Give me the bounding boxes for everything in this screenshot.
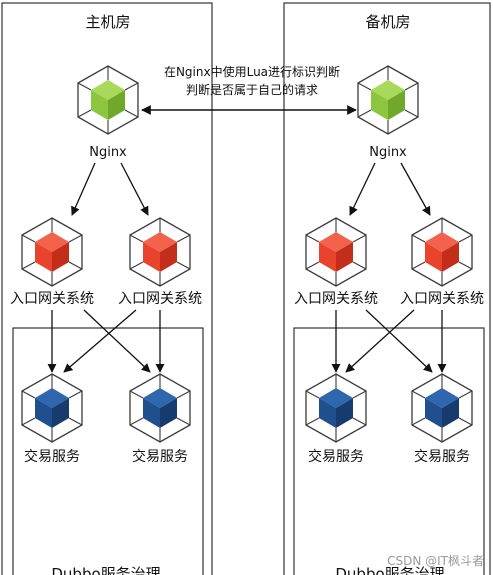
primary-nginx-label: Nginx: [89, 145, 127, 160]
red-cube-icon: [412, 218, 472, 286]
blue-cube-icon: [412, 374, 472, 442]
blue-cube-icon: [306, 374, 366, 442]
annotation-line-2: 判断是否属于自己的请求: [186, 82, 318, 97]
green-cube-icon: [78, 66, 138, 134]
backup-nginx-label: Nginx: [369, 145, 407, 160]
primary-room-frame: [1, 2, 213, 575]
red-cube-icon: [22, 218, 82, 286]
primary-dubbo-label: Dubbo服务治理: [51, 565, 160, 575]
green-cube-icon: [358, 66, 418, 134]
arrow: [71, 162, 96, 216]
trade-label: 交易服务: [132, 448, 188, 465]
backup-room-title: 备机房: [365, 13, 410, 31]
gateway-label: 入口网关系统: [118, 291, 202, 307]
trade-label: 交易服务: [24, 448, 80, 465]
arrow: [120, 162, 149, 216]
arrow: [400, 162, 431, 216]
blue-cube-icon: [130, 374, 190, 442]
trade-label: 交易服务: [414, 448, 470, 465]
backup-dubbo-label: Dubbo服务治理: [335, 565, 444, 575]
red-cube-icon: [306, 218, 366, 286]
primary-dubbo-frame: [12, 327, 204, 575]
backup-dubbo-frame: [293, 327, 485, 575]
arrow: [345, 309, 415, 373]
trade-label: 交易服务: [308, 448, 364, 465]
red-cube-icon: [130, 218, 190, 286]
arrow: [83, 309, 151, 373]
gateway-label: 入口网关系统: [10, 291, 94, 307]
primary-room-title: 主机房: [85, 13, 130, 31]
arrow: [63, 309, 137, 373]
blue-cube-icon: [22, 374, 82, 442]
gateway-label: 入口网关系统: [400, 291, 484, 307]
arrow: [365, 309, 433, 373]
arrow: [349, 162, 376, 216]
annotation-line-1: 在Nginx中使用Lua进行标识判断: [164, 64, 340, 79]
gateway-label: 入口网关系统: [294, 291, 378, 307]
backup-room-frame: [283, 2, 491, 575]
watermark: CSDN @IT枫斗者: [387, 554, 484, 568]
